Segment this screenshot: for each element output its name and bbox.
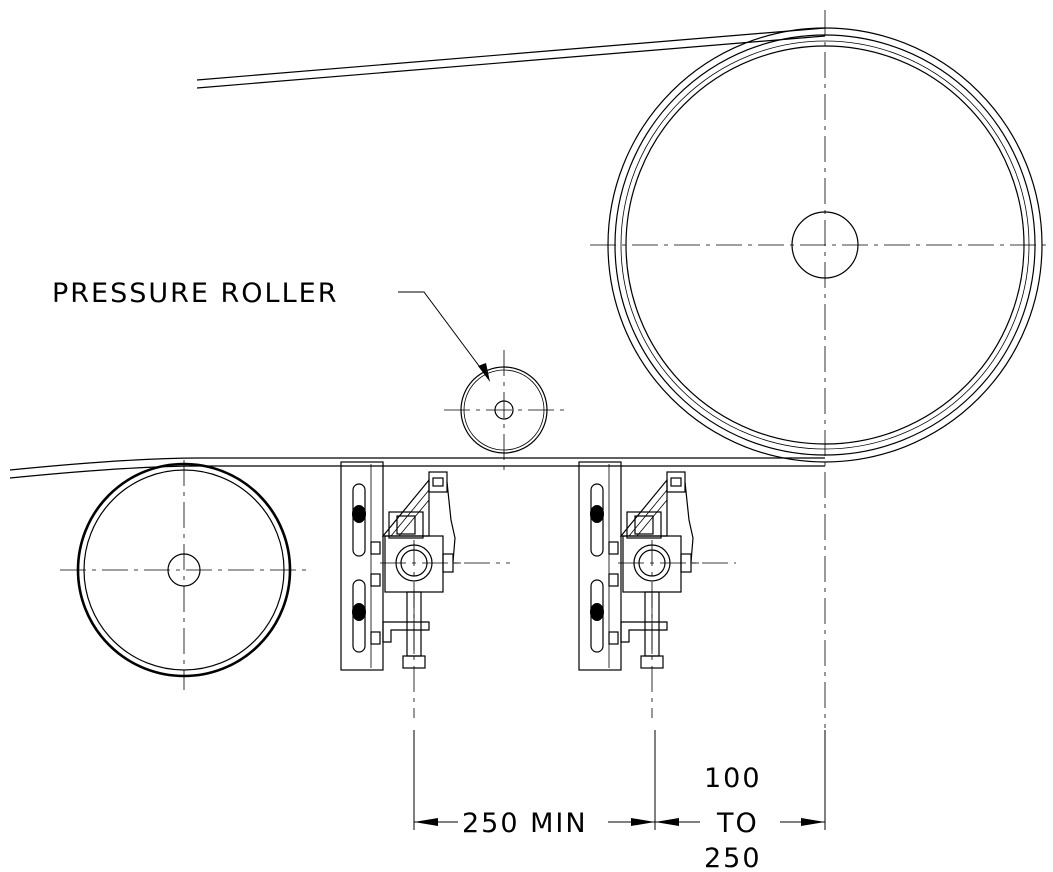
pressure-roller-leader xyxy=(398,291,489,379)
lower-belt-edge-top xyxy=(9,457,825,471)
pressure-roller-arrowhead xyxy=(478,363,490,382)
pressure-roller-label: PRESSURE ROLLER xyxy=(52,278,338,309)
tracking-unit-right xyxy=(578,461,700,671)
upper-belt-edge-top xyxy=(196,27,826,81)
dimension-range-to: 250 xyxy=(704,843,762,872)
lower-belt-edge-bottom xyxy=(9,465,825,479)
tail-pulley xyxy=(60,460,308,690)
dimension-250-min: 250 MIN xyxy=(462,808,588,839)
drive-pulley xyxy=(590,10,1050,728)
dimension-lines xyxy=(413,730,826,830)
dimension-range-from: 100 xyxy=(704,763,762,794)
upper-belt-edge-bottom xyxy=(196,35,826,89)
tracking-unit-left xyxy=(340,461,462,671)
pressure-roller xyxy=(444,350,564,470)
dimension-range-to-word: TO xyxy=(716,808,759,839)
